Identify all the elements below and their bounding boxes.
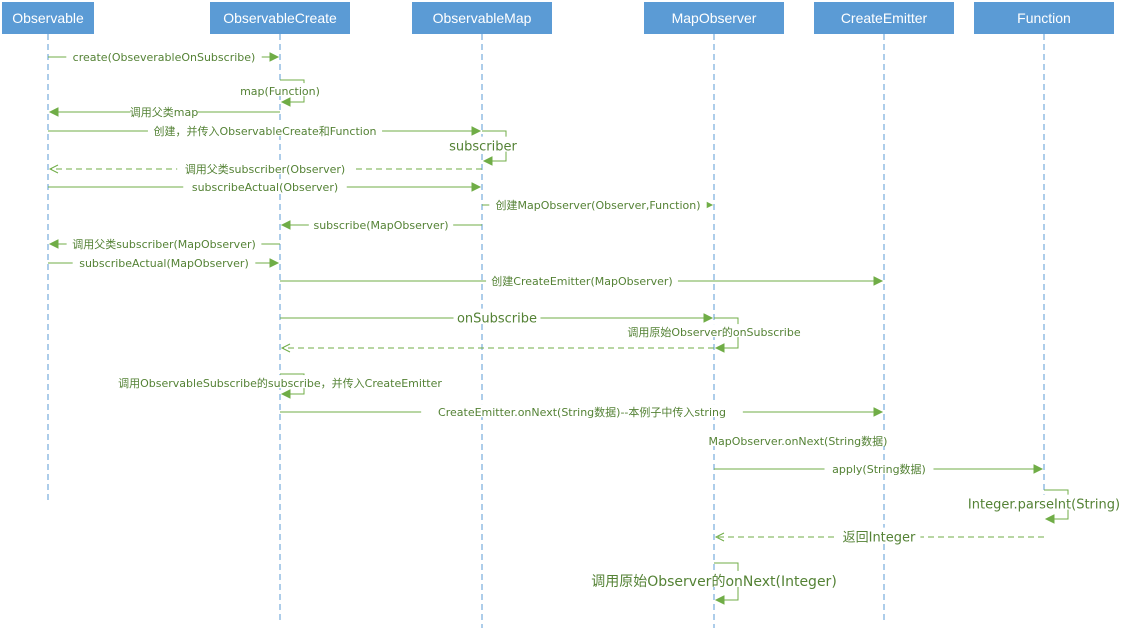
message-label: 调用父类subscriber(MapObserver) — [72, 237, 256, 251]
message-label: apply(String数据) — [832, 462, 926, 476]
message-16: CreateEmitter.onNext(String数据)--本例子中传入st… — [280, 404, 884, 419]
actor-map-observer: MapObserver — [644, 2, 784, 34]
message-label: Integer.parseInt(String) — [968, 498, 1120, 513]
message-label: onSubscribe — [457, 312, 537, 327]
actor-observable-create: ObservableCreate — [210, 2, 350, 34]
message-label: subscribe(MapObserver) — [313, 219, 448, 232]
arrowhead — [471, 126, 482, 136]
arrowhead — [48, 107, 59, 117]
message-label: 调用父类subscriber(Observer) — [185, 162, 345, 176]
actor-create-emitter: CreateEmitter — [814, 2, 954, 34]
message-17: MapObserver.onNext(String数据) — [702, 433, 894, 448]
message-label: CreateEmitter.onNext(String数据)--本例子中传入st… — [438, 405, 726, 419]
message-1: map(Function) — [236, 79, 324, 107]
label-background — [486, 273, 678, 287]
label-background — [489, 197, 707, 211]
message-19: Integer.parseInt(String) — [951, 489, 1129, 524]
arrowhead — [714, 343, 725, 353]
arrowhead — [471, 182, 482, 192]
message-label: subscribeActual(Observer) — [192, 181, 338, 194]
arrowhead — [48, 164, 59, 174]
arrowhead — [703, 313, 714, 323]
messages: create(ObseverableOnSubscribe) map(Functi… — [48, 49, 1129, 605]
label-background — [453, 308, 541, 324]
message-label: 返回Integer — [843, 531, 916, 546]
label-background — [837, 527, 921, 543]
label-background — [824, 461, 934, 475]
message-14 — [280, 343, 714, 353]
message-label: 调用父类map — [130, 105, 198, 119]
label-background — [308, 217, 454, 231]
message-label: subscriber — [449, 140, 517, 155]
arrowhead — [280, 220, 291, 230]
arrowhead — [269, 52, 280, 62]
message-18: apply(String数据) — [714, 461, 1044, 476]
message-label: 创建CreateEmitter(MapObserver) — [491, 274, 672, 288]
label-background — [623, 324, 805, 338]
arrowhead — [48, 239, 59, 249]
message-label: 调用ObservableSubscribe的subscribe，并传入Creat… — [118, 376, 442, 390]
message-label: subscribeActual(MapObserver) — [79, 257, 249, 270]
message-3: 创建，并传入ObservableCreate和Function — [48, 123, 482, 138]
arrowhead — [714, 595, 725, 605]
message-0: create(ObseverableOnSubscribe) — [48, 49, 280, 64]
lifelines — [47, 34, 1045, 628]
arrowhead — [1044, 514, 1055, 524]
label-background — [421, 404, 743, 418]
arrowhead — [482, 156, 493, 166]
label-background — [72, 255, 256, 269]
message-8: subscribe(MapObserver) — [280, 217, 482, 232]
label-background — [130, 104, 198, 118]
label-background — [583, 570, 845, 587]
arrowhead — [873, 407, 884, 417]
message-10: subscribeActual(MapObserver) — [48, 255, 280, 270]
actor-function: Function — [974, 2, 1114, 34]
label-background — [108, 375, 452, 389]
label-background — [183, 179, 347, 193]
arrowhead — [873, 276, 884, 286]
message-label: 调用原始Observer的onSubscribe — [627, 325, 800, 339]
actor-observable: Observable — [2, 2, 94, 34]
arrowhead — [280, 343, 291, 353]
message-12: onSubscribe — [280, 308, 714, 327]
message-20: 返回Integer — [714, 527, 1044, 546]
arrowhead — [1033, 464, 1044, 474]
message-11: 创建CreateEmitter(MapObserver) — [280, 273, 884, 288]
message-label: 创建，并传入ObservableCreate和Function — [153, 124, 376, 138]
message-6: subscribeActual(Observer) — [48, 179, 482, 194]
label-background — [443, 136, 523, 152]
message-label: 创建MapObserver(Observer,Function) — [495, 198, 700, 212]
message-13: 调用原始Observer的onSubscribe — [623, 317, 805, 353]
label-background — [702, 433, 894, 447]
message-label: MapObserver.onNext(String数据) — [709, 434, 888, 448]
label-background — [66, 236, 262, 250]
message-15: 调用ObservableSubscribe的subscribe，并传入Creat… — [108, 373, 452, 399]
message-5: 调用父类subscriber(Observer) — [48, 161, 482, 176]
message-label: create(ObseverableOnSubscribe) — [73, 51, 256, 64]
actor-observable-map: ObservableMap — [412, 2, 552, 34]
arrowhead — [280, 389, 291, 399]
label-background — [177, 161, 353, 175]
label-background — [236, 83, 324, 97]
message-4: subscriber — [443, 130, 523, 166]
message-7: 创建MapObserver(Observer,Function) — [482, 197, 714, 212]
arrowhead — [714, 532, 725, 542]
arrowhead — [269, 258, 280, 268]
message-21: 调用原始Observer的onNext(Integer) — [583, 562, 845, 605]
label-background — [66, 49, 262, 63]
arrowhead — [280, 97, 291, 107]
message-label: 调用原始Observer的onNext(Integer) — [591, 574, 837, 590]
label-background — [951, 494, 1129, 510]
label-background — [147, 123, 383, 137]
message-label: map(Function) — [240, 85, 320, 98]
message-9: 调用父类subscriber(MapObserver) — [48, 236, 280, 251]
message-2: 调用父类map — [48, 104, 280, 119]
